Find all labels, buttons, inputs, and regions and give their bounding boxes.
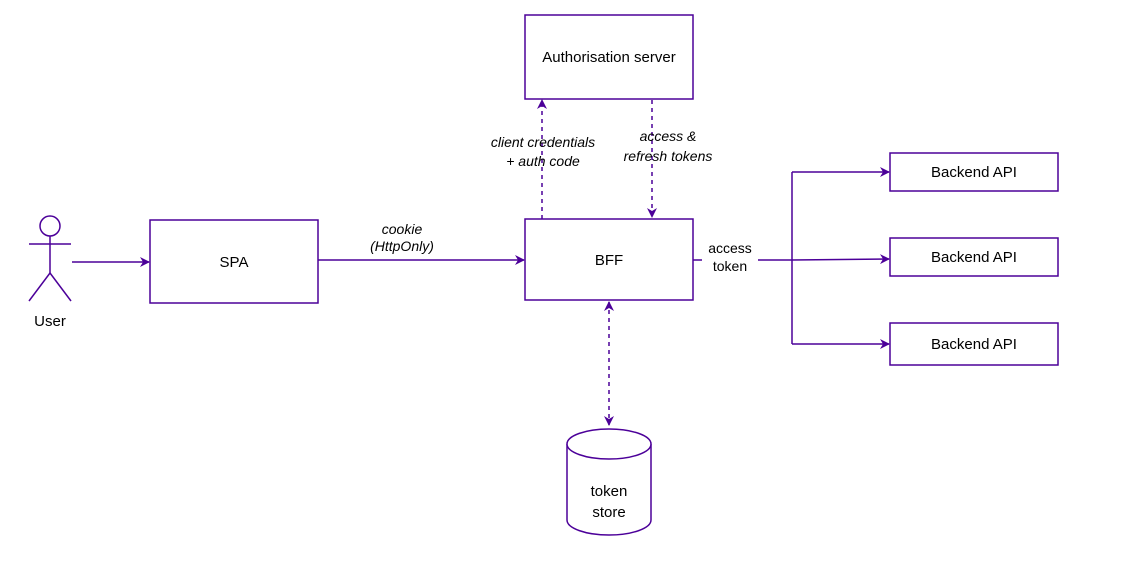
user-actor xyxy=(28,215,72,302)
bff-node: BFF xyxy=(524,218,694,301)
edge-label-access-token-bg xyxy=(702,238,758,274)
edge-label-access-token: access token xyxy=(708,240,752,274)
edge-label-access-token-line2: token xyxy=(713,258,747,274)
auth-server-box xyxy=(524,14,694,100)
spa-node: SPA xyxy=(149,219,319,304)
edge-label-tokens: access & refresh tokens xyxy=(624,128,713,164)
token-store-node: token store xyxy=(566,428,652,536)
edge-label-client-credentials-line2: + auth code xyxy=(506,153,580,169)
edge-label-client-credentials: client credentials + auth code xyxy=(491,134,595,169)
user-label: User xyxy=(34,313,66,330)
user-actor-head xyxy=(39,215,61,237)
backend-api-label-3: Backend API xyxy=(931,336,1017,353)
edge-label-client-credentials-line1: client credentials xyxy=(491,134,595,150)
auth-server-node: Authorisation server xyxy=(524,14,694,100)
edge-label-access-token-line1: access xyxy=(708,240,752,256)
edge-to-backend-api-2 xyxy=(791,254,890,265)
spa-label: SPA xyxy=(220,254,249,271)
auth-server-label: Authorisation server xyxy=(542,49,675,66)
token-store-label-line2: store xyxy=(592,504,625,521)
edge-label-cookie-line1: cookie xyxy=(382,221,423,237)
token-store-label-line1: token xyxy=(591,483,628,500)
token-store-cylinder-body xyxy=(566,444,652,536)
backend-api-box-1 xyxy=(889,152,1059,192)
edge-bff-to-backends xyxy=(693,167,890,349)
backend-api-box-2 xyxy=(889,237,1059,277)
backend-api-node-3: Backend API xyxy=(889,322,1059,366)
bff-label: BFF xyxy=(595,252,623,269)
spa-box xyxy=(149,219,319,304)
user-actor-right-leg xyxy=(49,272,72,302)
backend-api-label-1: Backend API xyxy=(931,164,1017,181)
edge-label-cookie-line2: (HttpOnly) xyxy=(370,238,434,254)
edge-label-cookie: cookie (HttpOnly) xyxy=(370,221,434,254)
backend-api-node-1: Backend API xyxy=(889,152,1059,192)
token-store-cylinder-top xyxy=(566,428,652,460)
backend-api-node-2: Backend API xyxy=(889,237,1059,277)
backend-api-box-3 xyxy=(889,322,1059,366)
edge-label-tokens-line2: refresh tokens xyxy=(624,148,713,164)
user-actor-left-leg xyxy=(28,272,51,302)
backend-api-label-2: Backend API xyxy=(931,249,1017,266)
edge-label-tokens-line1: access & xyxy=(640,128,697,144)
